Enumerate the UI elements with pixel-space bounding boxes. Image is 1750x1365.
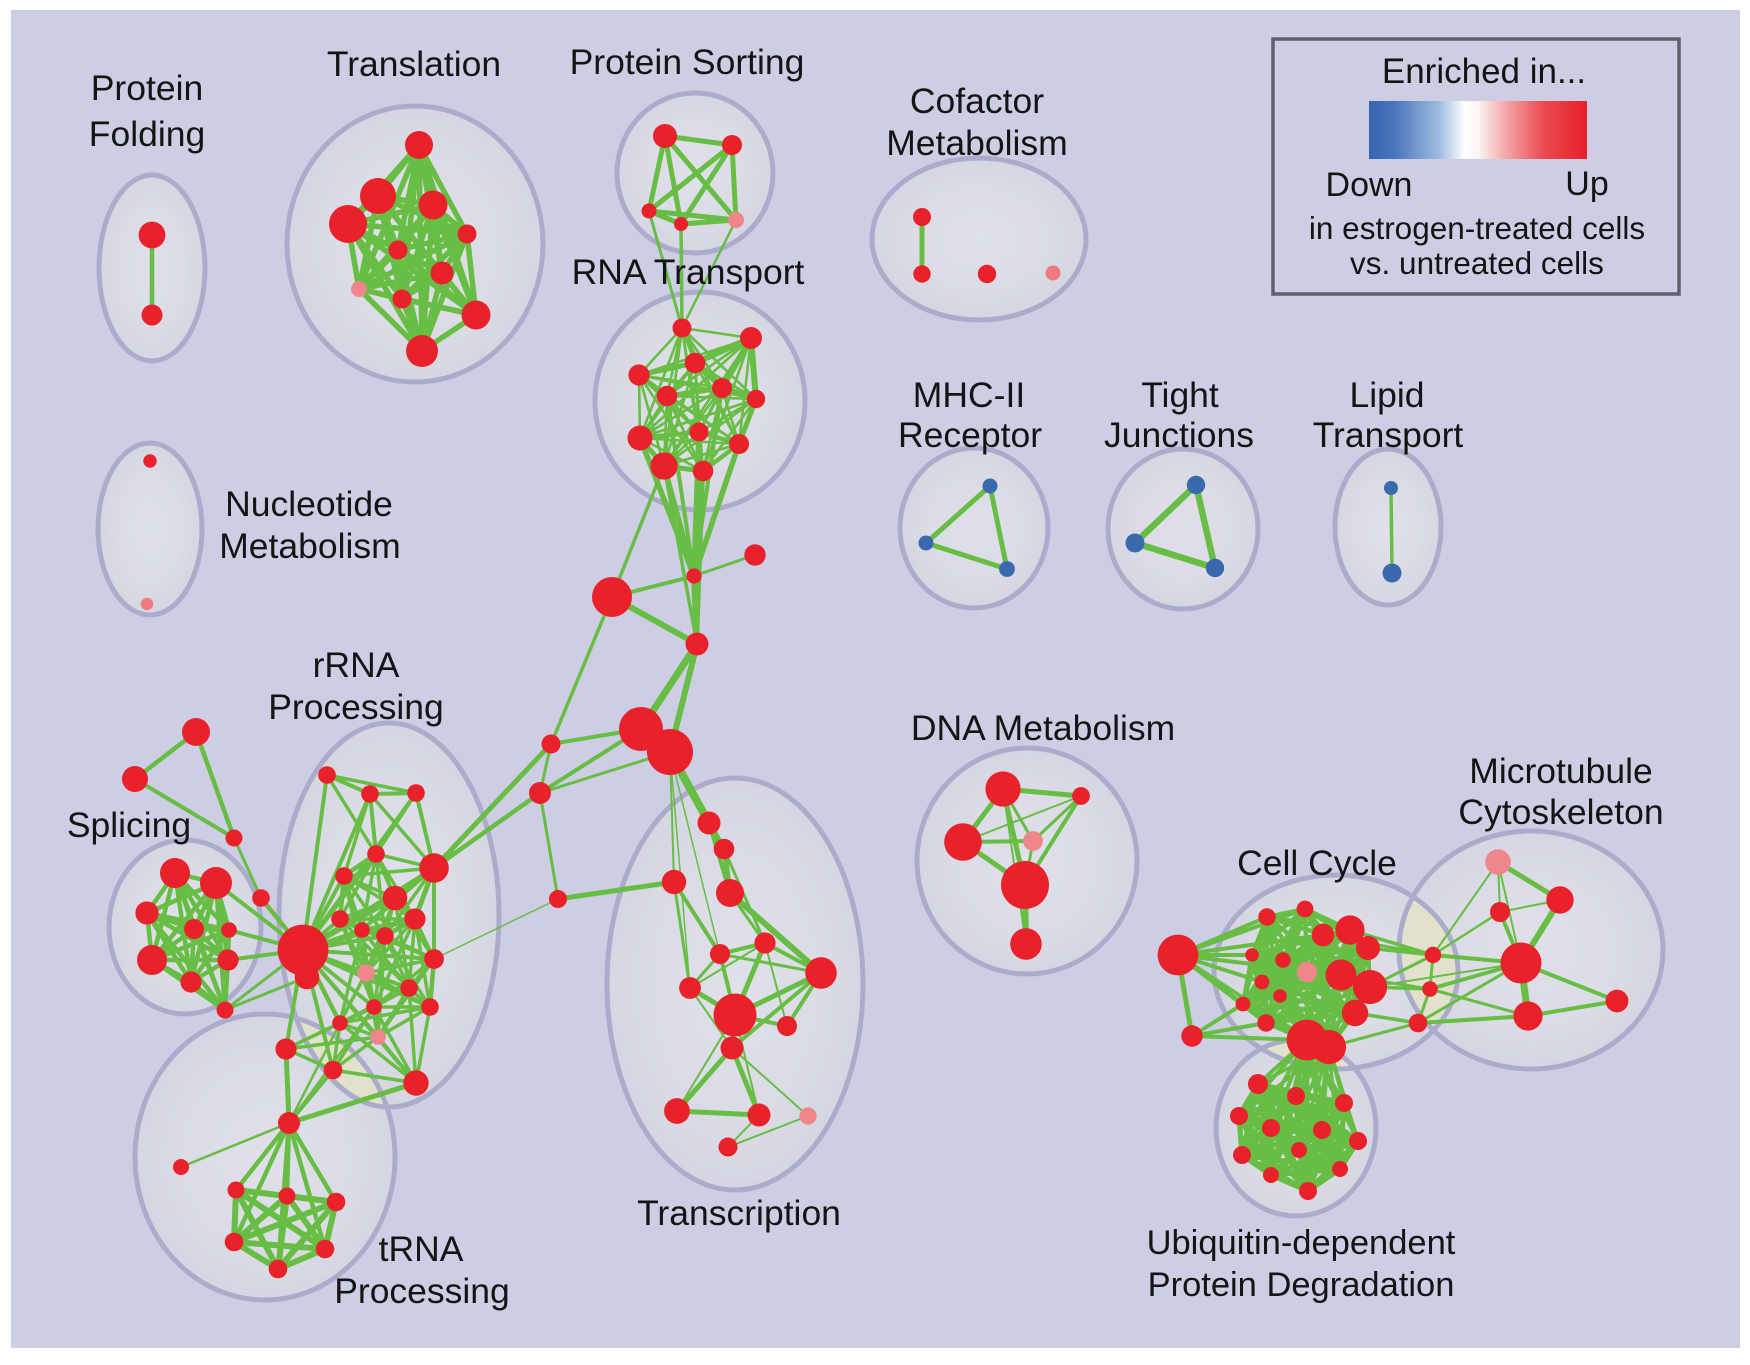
svg-text:Up: Up xyxy=(1565,165,1608,203)
svg-text:rRNA: rRNA xyxy=(313,645,400,685)
svg-text:Junctions: Junctions xyxy=(1104,415,1254,455)
svg-text:vs. untreated cells: vs. untreated cells xyxy=(1350,245,1604,281)
svg-text:Protein: Protein xyxy=(91,68,203,108)
svg-text:Lipid: Lipid xyxy=(1349,375,1424,415)
svg-text:Ubiquitin-dependent: Ubiquitin-dependent xyxy=(1147,1224,1456,1262)
svg-text:Transport: Transport xyxy=(1313,415,1464,455)
svg-text:Microtubule: Microtubule xyxy=(1469,751,1653,791)
svg-text:Protein Degradation: Protein Degradation xyxy=(1148,1266,1455,1304)
svg-text:Processing: Processing xyxy=(334,1271,510,1311)
svg-text:Processing: Processing xyxy=(268,687,444,727)
svg-text:Metabolism: Metabolism xyxy=(219,526,401,566)
svg-text:Folding: Folding xyxy=(89,114,205,154)
svg-text:Protein Sorting: Protein Sorting xyxy=(570,42,805,82)
svg-text:Cell Cycle: Cell Cycle xyxy=(1237,843,1397,883)
svg-text:Enriched in...: Enriched in... xyxy=(1382,52,1586,91)
svg-text:Receptor: Receptor xyxy=(898,415,1042,455)
svg-text:Splicing: Splicing xyxy=(67,805,191,845)
svg-text:Cytoskeleton: Cytoskeleton xyxy=(1458,792,1663,832)
svg-text:Translation: Translation xyxy=(327,44,501,84)
svg-text:Tight: Tight xyxy=(1141,375,1219,415)
svg-text:MHC-II: MHC-II xyxy=(913,375,1025,415)
svg-text:tRNA: tRNA xyxy=(379,1229,464,1269)
svg-text:Transcription: Transcription xyxy=(637,1193,841,1233)
svg-text:Nucleotide: Nucleotide xyxy=(225,484,393,524)
svg-text:in estrogen-treated cells: in estrogen-treated cells xyxy=(1309,210,1645,246)
svg-text:Down: Down xyxy=(1326,166,1413,204)
svg-text:Cofactor: Cofactor xyxy=(910,81,1044,121)
svg-text:DNA Metabolism: DNA Metabolism xyxy=(911,708,1175,748)
svg-text:Metabolism: Metabolism xyxy=(886,123,1068,163)
svg-text:RNA Transport: RNA Transport xyxy=(572,252,805,292)
